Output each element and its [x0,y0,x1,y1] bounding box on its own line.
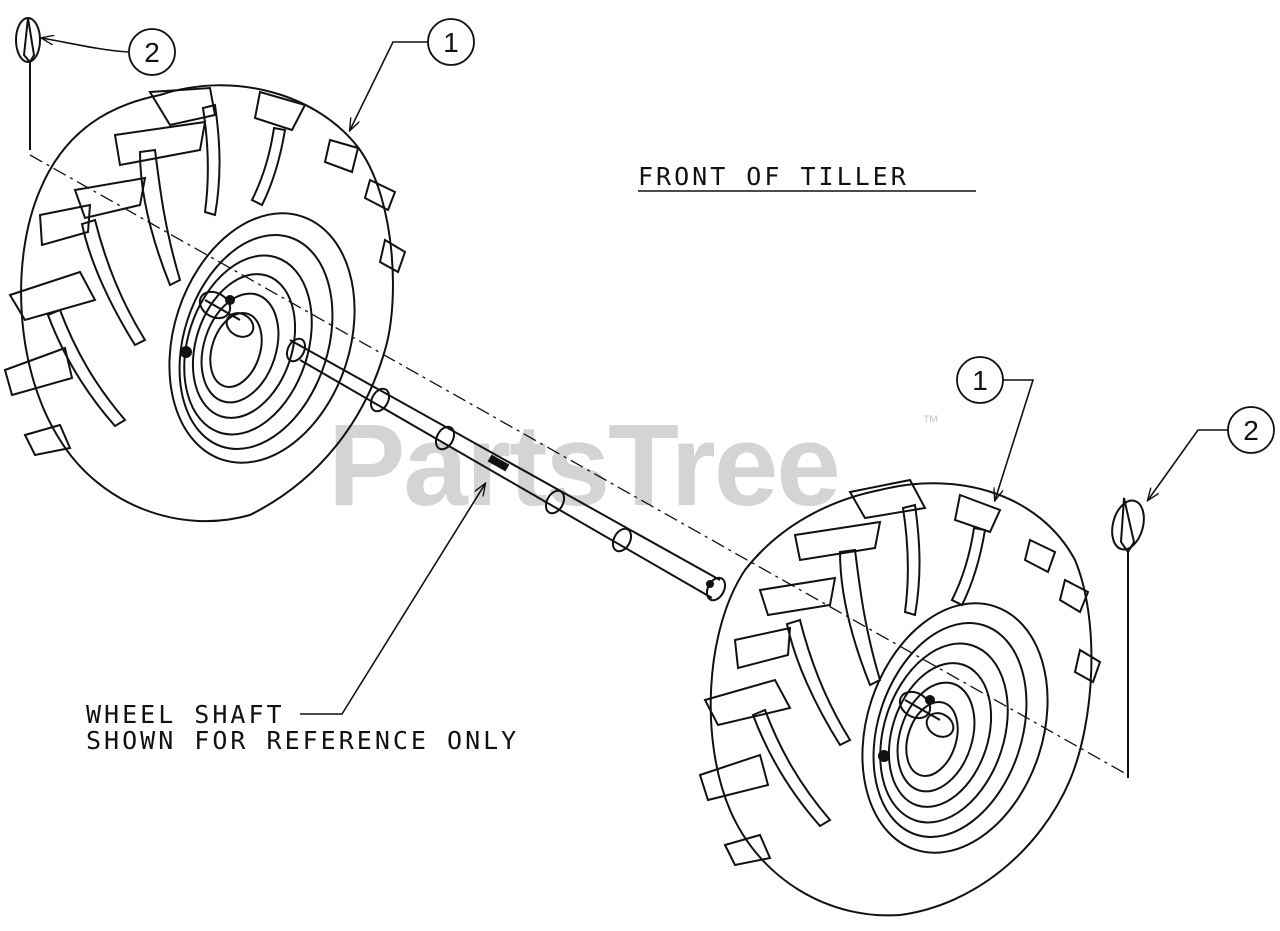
hairpin-clip-right [1111,497,1145,778]
left-wheel [3,84,407,523]
hairpin-clip-left [15,17,41,150]
leader-line-wheel-left [350,41,428,130]
callout-number: 1 [972,365,988,396]
callout-bubble-wheel-left: 1 [427,18,475,66]
watermark-text: PartsTree [328,400,841,530]
watermark-trademark: ™ [922,412,939,431]
callout-number: 1 [443,27,459,58]
leader-line-pin-right [1148,429,1228,500]
reference-only-label: SHOWN FOR REFERENCE ONLY [86,726,520,755]
front-of-tiller-label: FRONT OF TILLER [638,162,909,191]
wheel-shaft [285,337,727,602]
callout-number: 2 [1243,415,1259,446]
right-wheel [698,478,1102,917]
axis-centerline [29,154,1129,776]
callout-number: 2 [144,37,160,68]
callout-bubble-pin-left: 2 [128,28,176,76]
wheel-shaft-label: WHEEL SHAFT [86,700,285,729]
leader-line-shaft [300,484,485,715]
leader-line-wheel-right [995,379,1035,500]
callout-bubble-wheel-right: 1 [956,356,1004,404]
callout-bubble-pin-right: 2 [1227,406,1275,454]
leader-line-pin-left [42,38,129,53]
